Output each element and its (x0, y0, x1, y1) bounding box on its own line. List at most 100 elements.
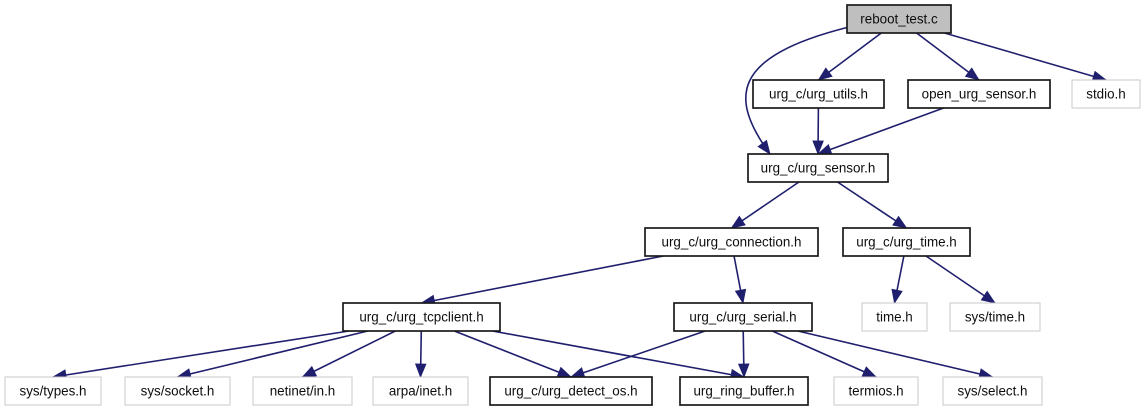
edge-urg_tcpclient_h-to-sys_types_h (51, 330, 350, 381)
edge-arrowhead (892, 215, 908, 229)
node-sys_types_h[interactable]: sys/types.h (4, 376, 102, 406)
edge-urg_serial_h-to-urg_detect_os_h (569, 330, 706, 379)
edge-reboot_test_c-to-urg_utils_h (817, 32, 882, 81)
node-box[interactable] (846, 4, 952, 34)
node-urg_connection_h[interactable]: urg_c/urg_connection.h (644, 227, 819, 257)
edge-reboot_test_c-to-urg_sensor_h (744, 26, 850, 155)
node-urg_time_h[interactable]: urg_c/urg_time.h (842, 227, 971, 257)
node-urg_utils_h[interactable]: urg_c/urg_utils.h (752, 79, 885, 109)
node-termios_h[interactable]: termios.h (833, 376, 919, 406)
edge-arrowhead (414, 363, 427, 379)
edge-arrowhead (964, 67, 980, 81)
edge-line (925, 255, 996, 304)
node-reboot_test_c[interactable]: reboot_test.c (846, 4, 952, 34)
edge-line (944, 32, 1107, 81)
edge-arrowhead (757, 139, 771, 155)
edge-arrowhead (891, 288, 903, 305)
node-box[interactable] (644, 227, 819, 257)
node-sys_time_h[interactable]: sys/time.h (949, 302, 1041, 332)
node-label: urg_c/urg_time.h (856, 235, 956, 250)
edge-reboot_test_c-to-open_urg_sensor_h (916, 32, 980, 81)
node-box[interactable] (4, 376, 102, 406)
edge-line (492, 330, 745, 378)
edge-arrowhead (734, 288, 747, 305)
node-urg_serial_h[interactable]: urg_c/urg_serial.h (673, 302, 813, 332)
node-label: open_urg_sensor.h (922, 87, 1037, 102)
node-urg_detect_os_h[interactable]: urg_c/urg_detect_os.h (489, 376, 653, 406)
edge-line (817, 107, 944, 155)
node-box[interactable] (342, 302, 501, 332)
edge-open_urg_sensor_h-to-urg_sensor_h (816, 107, 944, 155)
node-label: netinet/in.h (270, 384, 336, 399)
node-label: termios.h (848, 384, 903, 399)
edge-urg_sensor_h-to-urg_time_h (837, 181, 908, 229)
node-label: sys/types.h (20, 384, 87, 399)
edge-urg_serial_h-to-urg_ring_buffer_h (737, 330, 750, 379)
node-urg_ring_buffer_h[interactable]: urg_ring_buffer.h (679, 376, 809, 406)
edge-line (744, 26, 850, 155)
node-label: reboot_test.c (860, 12, 938, 27)
node-arpa_inet_h[interactable]: arpa/inet.h (372, 376, 469, 406)
edge-line (771, 330, 877, 378)
edge-line (454, 330, 572, 378)
edge-line (731, 181, 800, 229)
node-box[interactable] (861, 302, 928, 332)
edge-urg_tcpclient_h-to-urg_detect_os_h (454, 330, 573, 378)
edge-line (837, 181, 907, 229)
node-time_h[interactable]: time.h (861, 302, 928, 332)
edge-arrowhead (980, 290, 996, 304)
node-label: time.h (876, 310, 912, 325)
node-sys_socket_h[interactable]: sys/socket.h (124, 376, 231, 406)
edge-arrowhead (812, 140, 824, 156)
node-box[interactable] (949, 302, 1041, 332)
node-box[interactable] (1071, 79, 1141, 109)
edge-line (421, 255, 664, 304)
node-box[interactable] (679, 376, 809, 406)
node-label: urg_ring_buffer.h (693, 384, 794, 399)
edge-urg_time_h-to-time_h (891, 255, 905, 305)
edge-urg_connection_h-to-urg_serial_h (733, 255, 747, 305)
node-label: urg_c/urg_serial.h (689, 310, 796, 325)
node-box[interactable] (833, 376, 919, 406)
node-box[interactable] (673, 302, 813, 332)
node-netinet_in_h[interactable]: netinet/in.h (252, 376, 353, 406)
node-box[interactable] (942, 376, 1043, 406)
node-box[interactable] (752, 79, 885, 109)
node-label: urg_c/urg_tcpclient.h (359, 310, 483, 325)
edge-line (570, 330, 706, 378)
node-urg_tcpclient_h[interactable]: urg_c/urg_tcpclient.h (342, 302, 501, 332)
edge-line (302, 330, 396, 378)
edge-line (177, 330, 369, 378)
node-box[interactable] (489, 376, 653, 406)
node-box[interactable] (372, 376, 469, 406)
node-label: stdio.h (1086, 87, 1125, 102)
node-open_urg_sensor_h[interactable]: open_urg_sensor.h (907, 79, 1051, 109)
edge-line (797, 330, 993, 378)
node-box[interactable] (747, 153, 889, 183)
edge-arrowhead (301, 365, 318, 378)
edge-urg_tcpclient_h-to-netinet_in_h (301, 330, 396, 378)
nodes-layer: reboot_test.c urg_c/urg_utils.h open_urg_s… (4, 4, 1141, 406)
node-sys_select_h[interactable]: sys/select.h (942, 376, 1043, 406)
node-label: urg_c/urg_detect_os.h (504, 384, 637, 399)
node-label: sys/socket.h (141, 384, 215, 399)
node-stdio_h[interactable]: stdio.h (1071, 79, 1141, 109)
edge-arrowhead (737, 363, 750, 379)
edge-urg_sensor_h-to-urg_connection_h (730, 181, 800, 229)
node-box[interactable] (907, 79, 1051, 109)
node-label: sys/time.h (965, 310, 1025, 325)
edge-urg_tcpclient_h-to-urg_ring_buffer_h (492, 330, 746, 381)
node-box[interactable] (252, 376, 353, 406)
node-box[interactable] (124, 376, 231, 406)
edge-urg_utils_h-to-urg_sensor_h (812, 107, 824, 156)
edge-urg_connection_h-to-urg_tcpclient_h (420, 255, 664, 307)
node-box[interactable] (842, 227, 971, 257)
edge-arrowhead (861, 366, 877, 378)
node-urg_sensor_h[interactable]: urg_c/urg_sensor.h (747, 153, 889, 183)
node-label: arpa/inet.h (389, 384, 452, 399)
edge-urg_tcpclient_h-to-sys_socket_h (176, 330, 369, 380)
edge-arrowhead (730, 215, 746, 229)
edge-line (52, 330, 350, 378)
